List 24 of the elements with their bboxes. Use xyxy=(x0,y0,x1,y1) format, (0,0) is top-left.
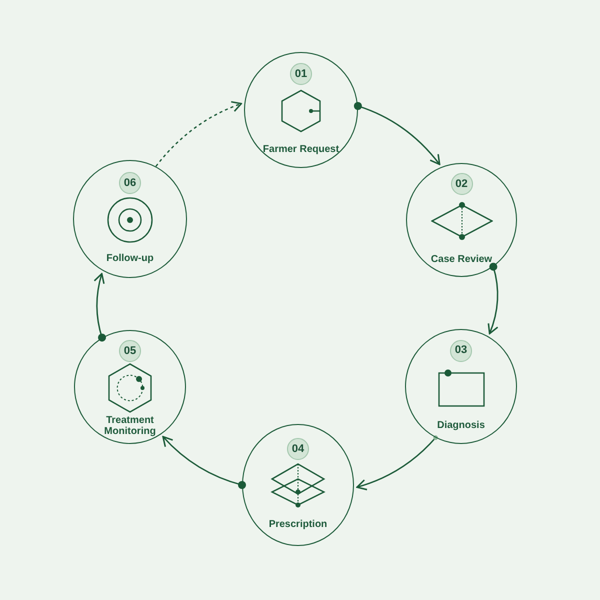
step-circle xyxy=(73,160,187,278)
step-number-badge: 05 xyxy=(119,340,141,362)
step-label: Farmer Request xyxy=(262,144,340,154)
step-number-badge: 02 xyxy=(450,173,472,195)
step-circle xyxy=(405,329,517,444)
dashed-arrow xyxy=(155,101,242,167)
arrow xyxy=(94,272,106,342)
step-label: Follow-up xyxy=(106,252,154,264)
arrow xyxy=(354,102,440,166)
arrow xyxy=(356,435,438,490)
step-circle xyxy=(74,330,186,444)
step-number-badge: 01 xyxy=(290,63,312,85)
step-number-badge: 04 xyxy=(287,438,309,460)
step-number-badge: 03 xyxy=(450,340,472,362)
step-circle xyxy=(242,424,354,546)
arrow xyxy=(162,436,246,489)
step-number-badge: 06 xyxy=(119,172,141,194)
step-label: Diagnosis xyxy=(437,420,485,431)
step-label: Case Review xyxy=(430,254,492,264)
arrow xyxy=(487,262,498,334)
step-circle xyxy=(406,163,517,277)
step-circle xyxy=(244,52,358,168)
step-label: Prescription xyxy=(268,518,328,530)
step-label: Treatment Monitoring xyxy=(103,415,157,437)
